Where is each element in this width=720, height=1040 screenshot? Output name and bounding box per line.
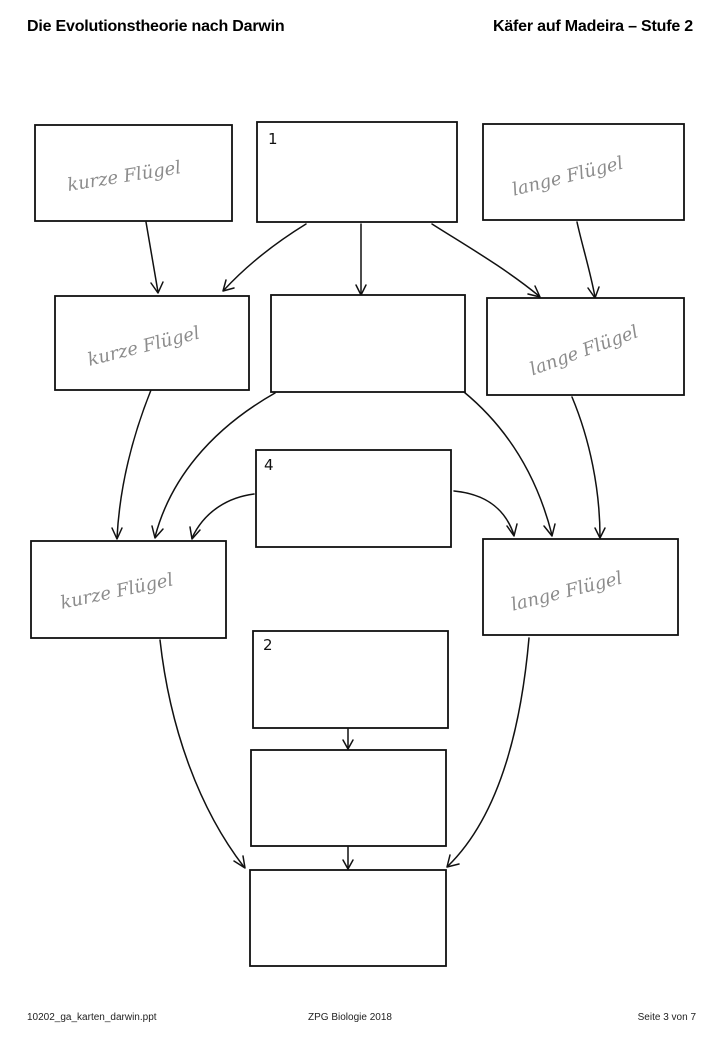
arrowhead: [150, 281, 164, 294]
box-1: 1: [256, 121, 458, 223]
box-4: 4: [255, 449, 452, 548]
arrow-midcenter-to-lowright: [463, 391, 553, 536]
arrowhead: [233, 855, 246, 869]
arrowhead: [111, 527, 123, 540]
arrows: [111, 221, 606, 870]
arrowhead: [446, 854, 460, 868]
arrow-midright-to-lowright: [571, 396, 601, 538]
box-3: [250, 749, 447, 847]
arrow-lowright-to-bottom: [447, 637, 530, 867]
arrowhead: [222, 279, 235, 292]
arrowhead: [189, 526, 201, 540]
box-2: 2: [252, 630, 449, 729]
box-mid-left: kurze Flügel: [54, 295, 250, 391]
box-number-1: 1: [268, 130, 278, 148]
box-low-left: kurze Flügel: [30, 540, 227, 639]
arrowhead: [543, 523, 556, 537]
box-top-left: kurze Flügel: [34, 124, 233, 222]
arrow-box4-to-lowleft: [191, 493, 255, 539]
arrowhead: [342, 859, 354, 870]
footer-filename: 10202_ga_karten_darwin.ppt: [27, 1012, 157, 1023]
box-number-2: 2: [263, 636, 273, 654]
arrow-topright-to-midright: [576, 221, 596, 298]
box-mid-right: lange Flügel: [486, 297, 685, 396]
page-title: Die Evolutionstheorie nach Darwin: [27, 18, 285, 35]
worksheet-title: Käfer auf Madeira – Stufe 2: [493, 18, 693, 35]
arrow-midleft-to-lowleft: [116, 389, 152, 539]
box-low-right: lange Flügel: [482, 538, 679, 636]
arrow-box1-to-midright: [431, 223, 540, 297]
footer-page-number: Seite 3 von 7: [637, 1012, 696, 1023]
box-top-right: lange Flügel: [482, 123, 685, 221]
arrowhead: [506, 523, 518, 537]
arrow-topleft-to-midleft: [145, 221, 159, 293]
arrow-box1-to-midleft: [223, 223, 307, 291]
arrowhead: [342, 739, 354, 750]
footer-course: ZPG Biologie 2018: [308, 1012, 392, 1023]
arrowhead: [151, 525, 164, 539]
box-number-4: 4: [264, 456, 274, 474]
box-bottom: [249, 869, 447, 967]
arrow-midcenter-to-lowleft: [154, 392, 276, 538]
arrowhead: [594, 527, 606, 539]
arrowhead: [527, 285, 541, 298]
box-mid-center: [270, 294, 466, 393]
arrow-box4-to-lowright: [453, 490, 515, 536]
arrow-lowleft-to-bottom: [159, 639, 245, 868]
